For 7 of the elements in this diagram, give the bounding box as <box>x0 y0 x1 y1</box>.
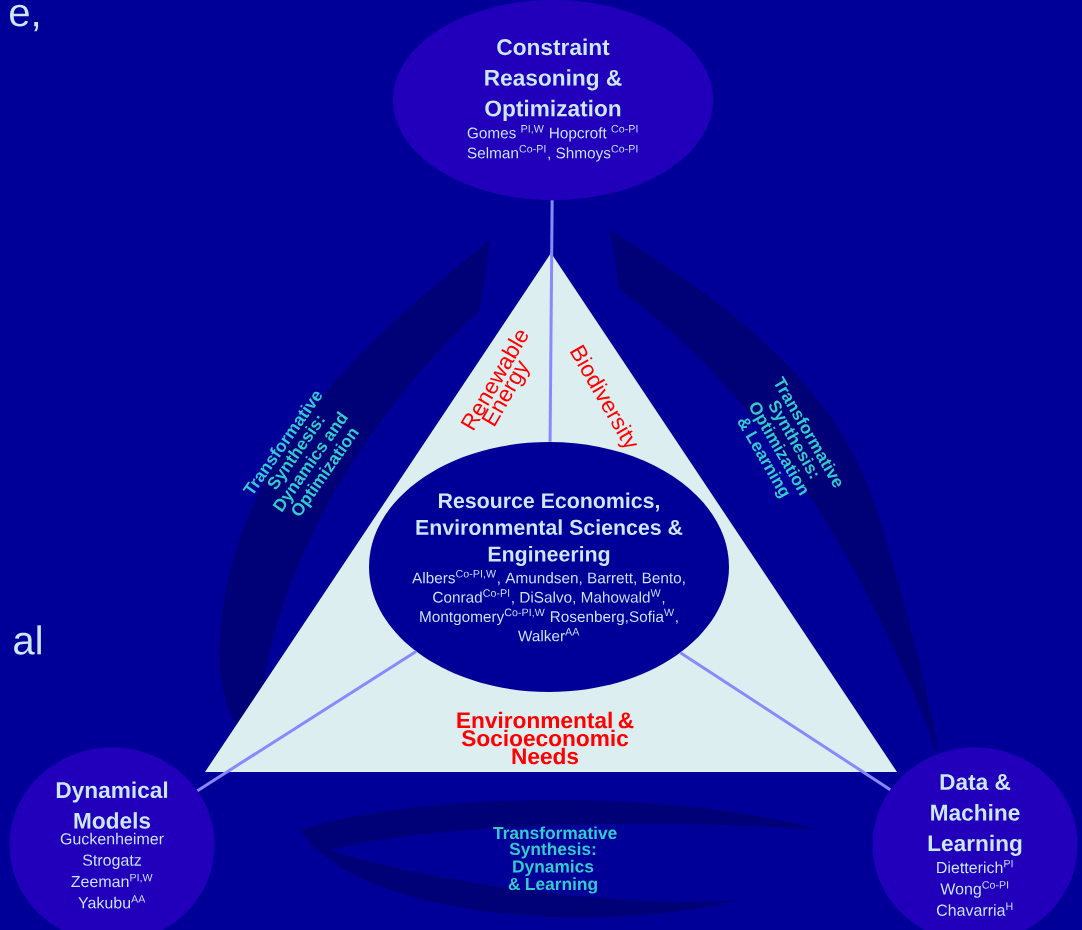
slide-text-fragment: e, <box>10 4 39 32</box>
connector-line <box>196 650 417 792</box>
connector-line <box>548 200 554 442</box>
synthesis-label: Transformative Synthesis: Dynamics & Learning <box>493 826 617 894</box>
connector-line <box>679 651 892 791</box>
theme-label: Environmental & Socioeconomic Needs <box>457 711 634 765</box>
slide-text-fragment: al <box>14 625 41 655</box>
